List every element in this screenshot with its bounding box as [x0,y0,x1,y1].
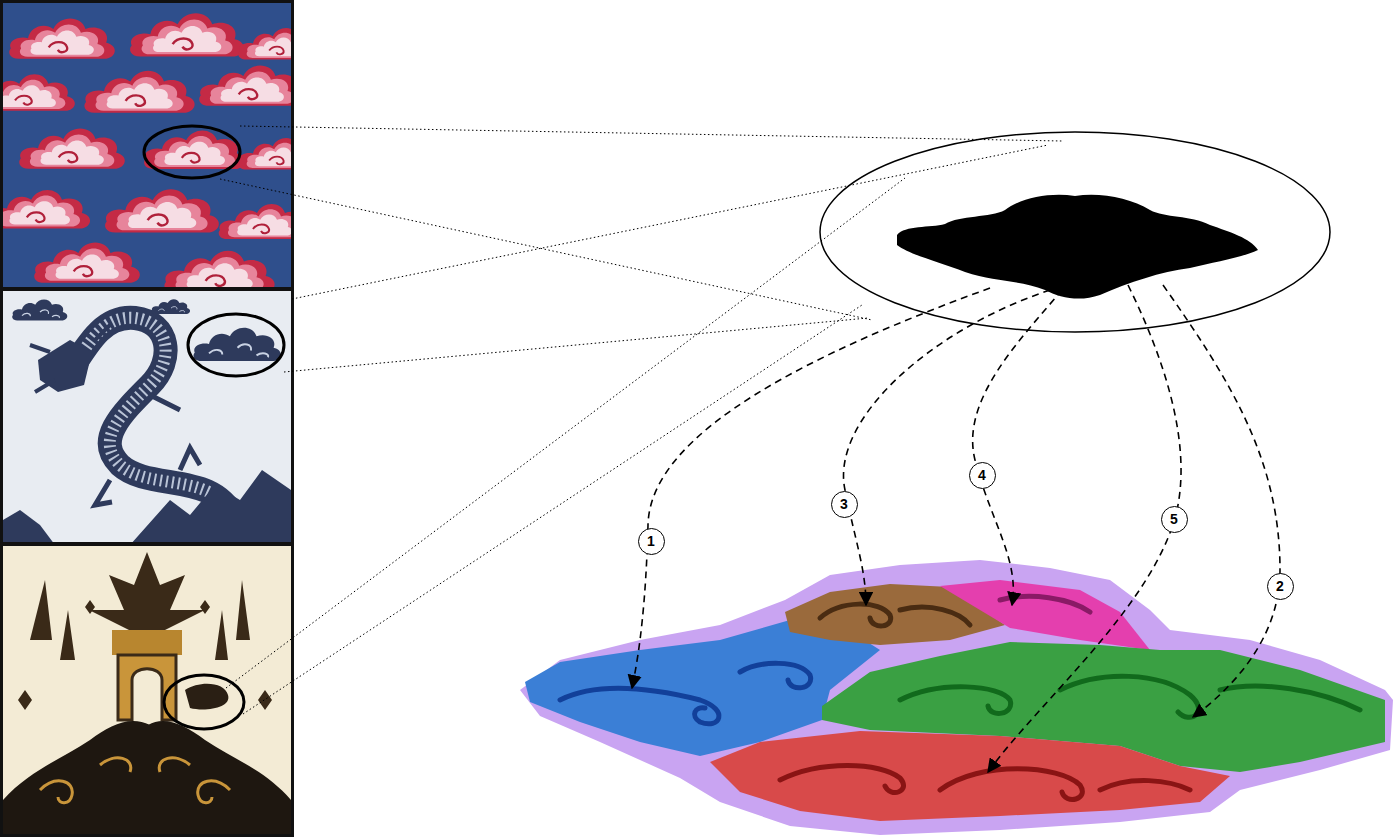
cloud-motif [3,74,75,110]
highlight-ellipse [144,126,240,178]
cloud-motif [238,138,291,170]
callout-circle: 2 [1267,573,1294,600]
photo-frame [2,2,293,289]
highlight-ellipse [188,314,284,376]
callout-circle: 3 [831,491,858,518]
segmented-cloud [520,560,1393,835]
highlight-ellipse [164,675,244,729]
cloud-motif [9,19,115,59]
cloud-motif [19,129,125,169]
callout-circle: 4 [969,462,996,489]
cloud-motif [84,71,194,113]
callout-circle: 1 [638,528,665,555]
callout-number: 2 [1276,579,1284,593]
dragon-legs [95,395,200,505]
swirl-lines [560,596,1360,799]
cloud-silhouette [897,195,1258,299]
cloud-motif [185,684,228,710]
cloud-motif [105,189,219,232]
cloud-mountain [3,510,55,542]
batik-photo-dragon [3,291,291,542]
callout-number: 3 [840,497,848,511]
cloud-motif [164,251,274,287]
gold-swirls [40,758,230,803]
rock-mountain [148,721,291,835]
cloud-motif [34,243,140,283]
red-region [710,731,1230,821]
cloud-motif [152,299,191,314]
photo-frame [2,290,293,544]
batik-photo-red [3,3,291,287]
cloud-motif [12,299,67,320]
dragon-whiskers [30,325,110,392]
cloud-motif [199,66,291,106]
callout-number: 4 [978,468,986,482]
gate-lintel [112,630,182,655]
cloud-motif [130,13,244,56]
callout-number: 1 [647,534,655,548]
photo-ground [3,546,291,835]
rock-mountain [3,721,150,835]
cloud-mountain [130,470,291,542]
magenta-region [940,580,1150,650]
callout-circle: 5 [1161,506,1188,533]
star-ornament [18,600,272,710]
zoom-ellipse [820,132,1330,332]
cloud-motif [219,204,291,239]
dashed-arrows [632,285,1280,772]
photo-frame [2,545,293,836]
dotted-leaders [220,126,1062,714]
callout-number: 5 [1170,512,1178,526]
cloud-motif [3,190,90,229]
crown-ornament [89,552,205,630]
outline-region [520,560,1393,835]
cloud-motif [238,28,291,59]
batik-photo-brown [3,546,291,835]
cloud-motif [193,328,280,361]
spire-ornament [30,580,250,660]
